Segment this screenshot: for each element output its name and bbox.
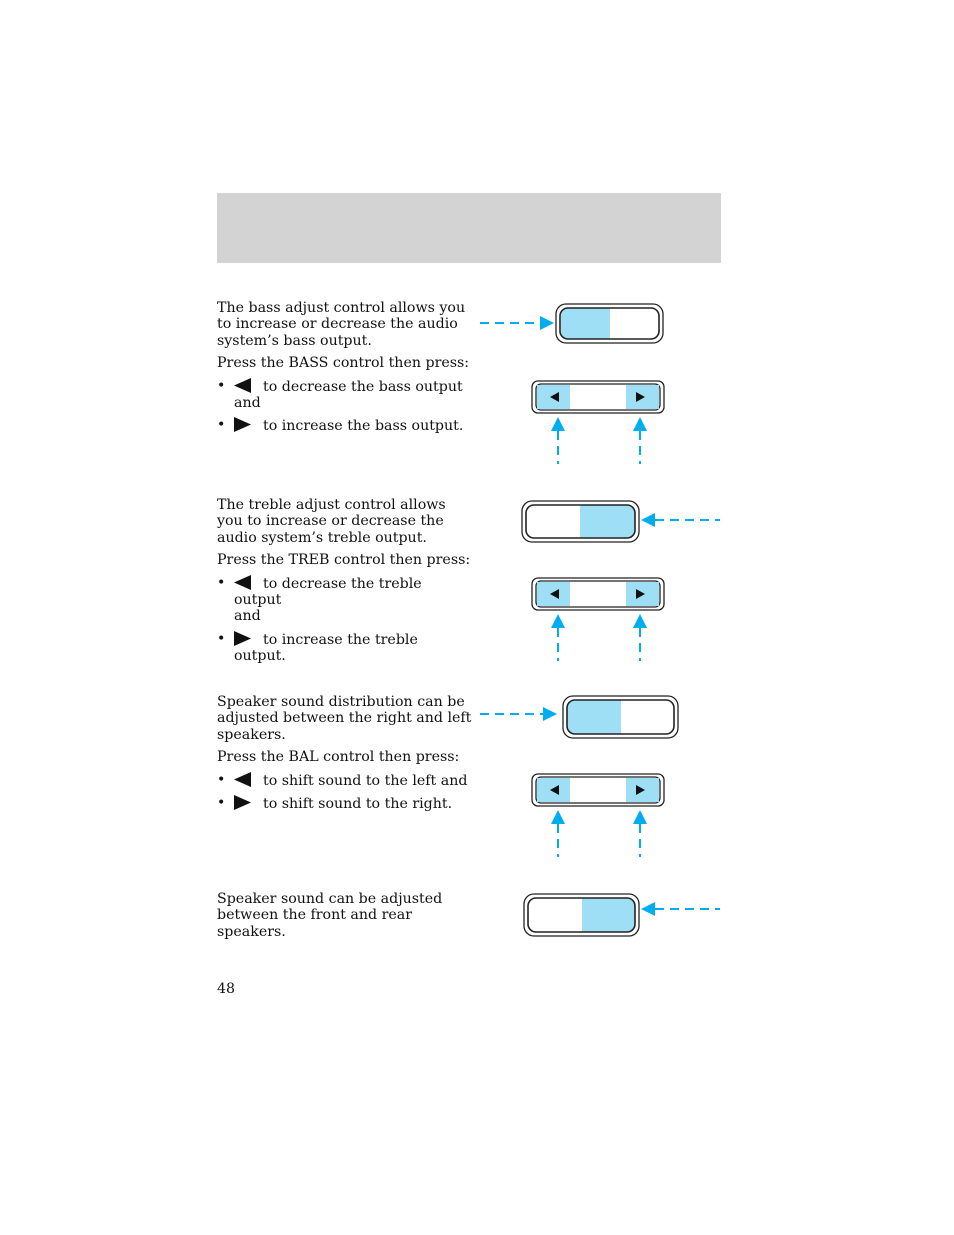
left-triangle-icon bbox=[234, 377, 251, 393]
up-arrow-icon bbox=[633, 810, 647, 824]
balance-bullet-left: • to shift sound to the left and bbox=[217, 771, 468, 789]
bass-intro: The bass adjust control allows you to in… bbox=[217, 300, 466, 349]
treble-button[interactable] bbox=[521, 500, 640, 543]
treble-press-instruction: Press the TREB control then press: bbox=[217, 552, 471, 569]
treble-intro: The treble adjust control allows you to … bbox=[217, 497, 446, 546]
bass-button[interactable] bbox=[555, 303, 664, 344]
page-number: 48 bbox=[217, 981, 236, 997]
bullet-text: to shift sound to the left and bbox=[263, 772, 468, 789]
balance-press-instruction: Press the BAL control then press: bbox=[217, 749, 460, 766]
header-bar bbox=[217, 193, 721, 263]
fade-control-diagram bbox=[470, 889, 730, 949]
balance-bullet-right: • to shift sound to the right. bbox=[217, 795, 453, 813]
pointer-arrow-icon bbox=[540, 316, 554, 330]
bullet-continuation: and bbox=[234, 608, 261, 625]
treble-rocker-control bbox=[531, 577, 665, 611]
treble-text: The treble adjust control allows you to … bbox=[217, 497, 472, 671]
pointer-arrow-icon bbox=[641, 902, 655, 916]
bullet-text: to decrease the treble output bbox=[234, 575, 422, 609]
up-arrow-icon bbox=[551, 810, 565, 824]
treble-control-diagram bbox=[470, 495, 730, 665]
treble-bullet-increase: • to increase the treble output. bbox=[217, 630, 418, 665]
bullet-text: to shift sound to the right. bbox=[263, 796, 453, 813]
left-triangle-icon bbox=[234, 771, 251, 787]
bullet-text: to decrease the bass output bbox=[263, 378, 463, 395]
right-triangle-icon bbox=[234, 795, 251, 811]
pointer-arrow-icon bbox=[641, 513, 655, 527]
up-arrow-icon bbox=[633, 614, 647, 628]
bass-control-diagram bbox=[470, 298, 730, 468]
right-triangle-icon bbox=[636, 785, 645, 795]
right-triangle-icon bbox=[234, 417, 251, 433]
fade-text: Speaker sound can be adjusted between th… bbox=[217, 891, 472, 946]
right-triangle-icon bbox=[636, 392, 645, 402]
fade-intro: Speaker sound can be adjusted between th… bbox=[217, 891, 443, 940]
pointer-arrow-icon bbox=[543, 707, 557, 721]
right-triangle-icon bbox=[234, 630, 251, 646]
balance-intro: Speaker sound distribution can be adjust… bbox=[217, 694, 472, 743]
bass-bullet-decrease: • to decrease the bass output and bbox=[217, 377, 463, 412]
left-triangle-icon bbox=[550, 589, 559, 599]
left-triangle-icon bbox=[550, 785, 559, 795]
up-arrow-icon bbox=[633, 417, 647, 431]
right-triangle-icon bbox=[636, 589, 645, 599]
up-arrow-icon bbox=[551, 614, 565, 628]
bass-press-instruction: Press the BASS control then press: bbox=[217, 355, 470, 372]
treble-bullet-decrease: • to decrease the treble output and bbox=[217, 574, 422, 625]
bass-bullet-increase: • to increase the bass output. bbox=[217, 417, 464, 435]
fade-button[interactable] bbox=[523, 893, 640, 937]
bass-rocker-control bbox=[531, 380, 665, 414]
left-triangle-icon bbox=[550, 392, 559, 402]
bass-text: The bass adjust control allows you to in… bbox=[217, 300, 472, 441]
balance-rocker-control bbox=[531, 773, 665, 807]
bullet-text: to increase the treble output. bbox=[234, 631, 418, 665]
left-triangle-icon bbox=[234, 574, 251, 590]
bullet-continuation: and bbox=[234, 395, 261, 412]
balance-control-diagram bbox=[470, 691, 730, 861]
balance-button[interactable] bbox=[562, 695, 679, 739]
up-arrow-icon bbox=[551, 417, 565, 431]
bullet-text: to increase the bass output. bbox=[263, 418, 464, 435]
balance-text: Speaker sound distribution can be adjust… bbox=[217, 694, 472, 818]
